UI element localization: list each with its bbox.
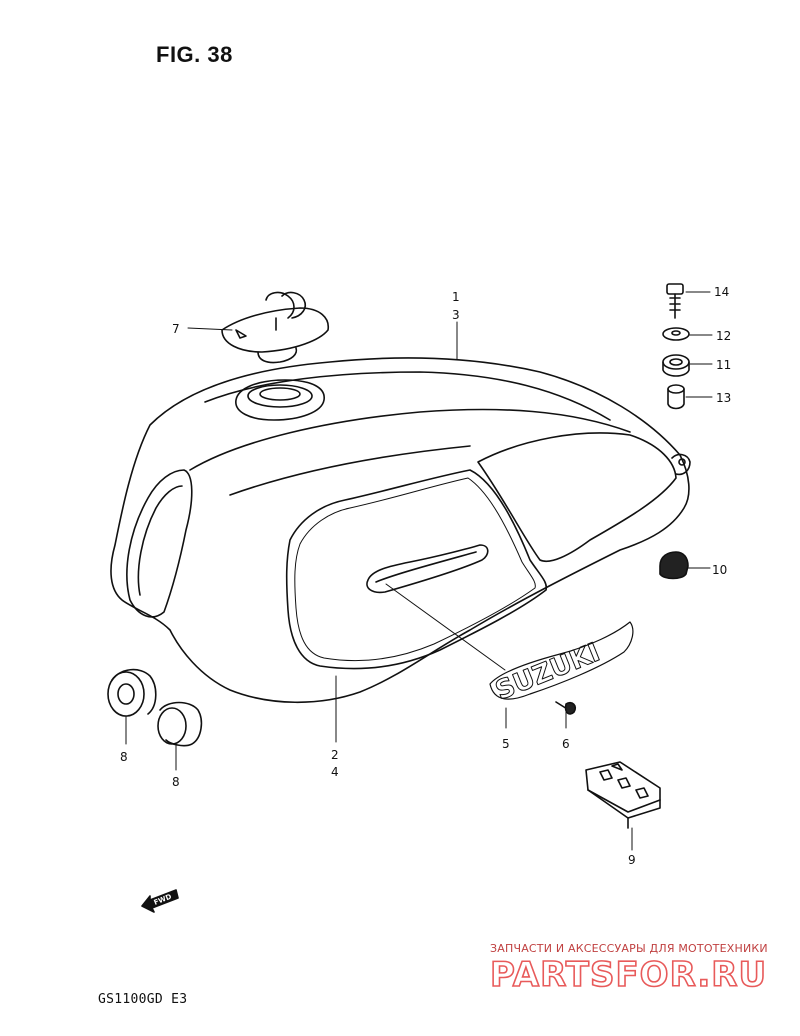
leader-lines [125,291,713,851]
callout-14: 14 [714,285,729,299]
damper-8-a [107,668,157,717]
callout-2: 2 [331,748,339,762]
cushion-10 [659,551,689,580]
fuel-cap [221,291,329,364]
callout-11: 11 [716,358,731,372]
callout-5: 5 [502,737,510,751]
screw-6 [555,701,577,715]
bolt-14 [666,283,684,319]
callout-6: 6 [562,737,570,751]
watermark-tagline: ЗАПЧАСТИ И АКСЕССУАРЫ ДЛЯ МОТОТЕХНИКИ [490,942,768,955]
callout-10: 10 [712,563,727,577]
callout-1: 1 [452,290,460,304]
callout-8a: 8 [120,750,128,764]
callout-9: 9 [628,853,636,867]
damper-11 [662,354,690,377]
damper-8-b [157,701,203,747]
fwd-label: FWD [153,893,173,907]
watermark-logo: PARTSFOR.RU [489,954,767,994]
callout-7: 7 [172,322,180,336]
callout-3: 3 [452,308,460,322]
callout-12: 12 [716,329,731,343]
suzuki-emblem: SUZUKI [489,621,634,707]
watermark-logo-text: PARTSFOR.RU [490,955,767,994]
fuel-tank [110,357,691,704]
washer-12 [662,327,690,341]
callout-4: 4 [331,765,339,779]
rubber-mount-9 [585,761,661,829]
figure-title: FIG. 38 [156,42,233,67]
emblem-text: SUZUKI [491,638,604,707]
collar-13 [667,384,685,410]
fwd-arrow-icon [141,889,179,913]
callout-8b: 8 [172,775,180,789]
callout-13: 13 [716,391,731,405]
model-code: GS1100GD E3 [98,992,188,1007]
